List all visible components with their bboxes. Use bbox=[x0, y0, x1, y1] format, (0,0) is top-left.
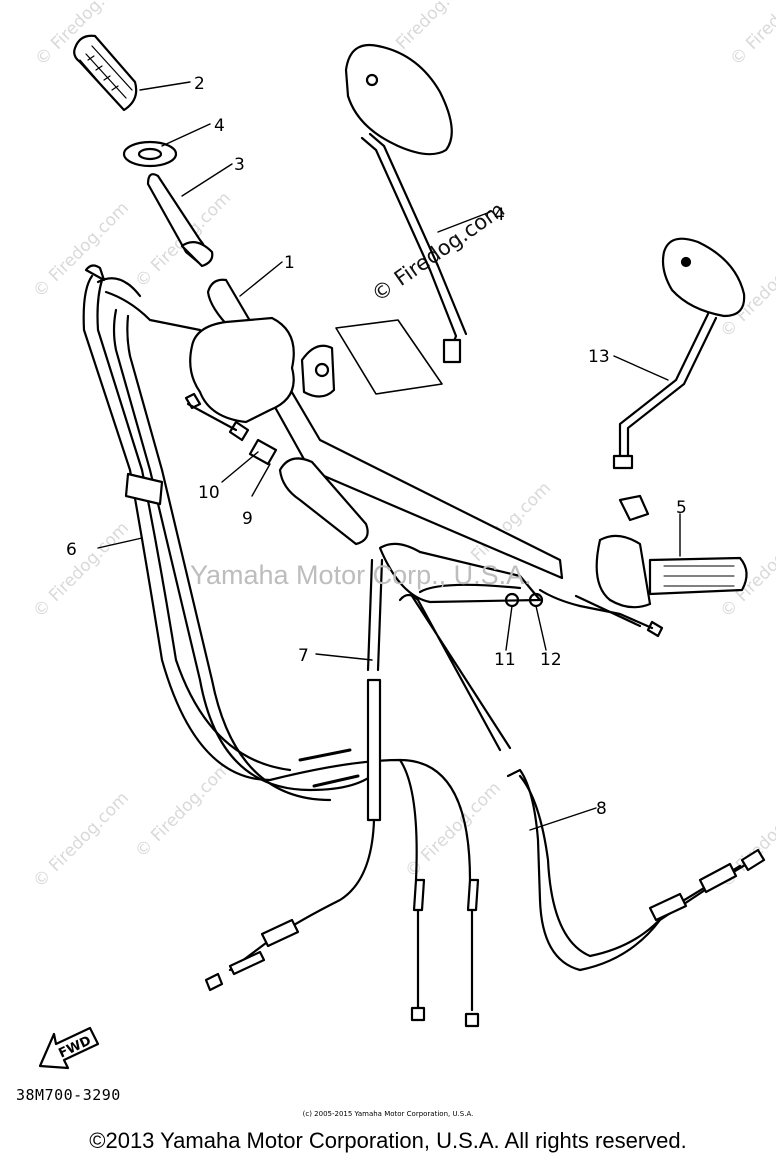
callout-1: 1 bbox=[284, 253, 295, 273]
callout-13: 13 bbox=[588, 347, 610, 367]
left-lever-perch bbox=[228, 420, 369, 546]
fwd-arrow bbox=[38, 1026, 100, 1070]
center-watermark: Yamaha Motor Corp., U.S.A. bbox=[190, 560, 532, 590]
cable-7 bbox=[204, 558, 384, 992]
handlebar bbox=[206, 278, 564, 580]
callout-12: 12 bbox=[540, 650, 562, 670]
callout-6: 6 bbox=[66, 540, 77, 560]
throttle-tube bbox=[146, 173, 214, 268]
callout-11: 11 bbox=[494, 650, 516, 670]
bracket-outline bbox=[335, 319, 443, 395]
cable-8 bbox=[398, 593, 766, 972]
leader-lines bbox=[97, 81, 681, 831]
small-copyright: (c) 2005-2015 Yamaha Motor Corporation, … bbox=[302, 1110, 474, 1118]
washer bbox=[122, 140, 178, 168]
part-code: 38M700-3290 bbox=[16, 1086, 121, 1104]
callout-4-mirror: 4 bbox=[494, 205, 505, 225]
right-mirror bbox=[612, 237, 746, 470]
copyright-notice: ©2013 Yamaha Motor Corporation, U.S.A. A… bbox=[89, 1128, 687, 1153]
callout-10: 10 bbox=[198, 483, 220, 503]
callout-3: 3 bbox=[234, 155, 245, 175]
throttle-cables bbox=[82, 264, 480, 1028]
left-grip bbox=[73, 34, 138, 112]
left-mirror bbox=[344, 43, 468, 364]
callout-2: 2 bbox=[194, 74, 205, 94]
callout-9: 9 bbox=[242, 509, 253, 529]
throttle-housing bbox=[189, 316, 336, 424]
callout-4: 4 bbox=[214, 116, 225, 136]
callout-8: 8 bbox=[596, 799, 607, 819]
right-grip-assembly bbox=[538, 494, 748, 638]
callout-5: 5 bbox=[676, 498, 687, 518]
callout-7: 7 bbox=[298, 646, 309, 666]
